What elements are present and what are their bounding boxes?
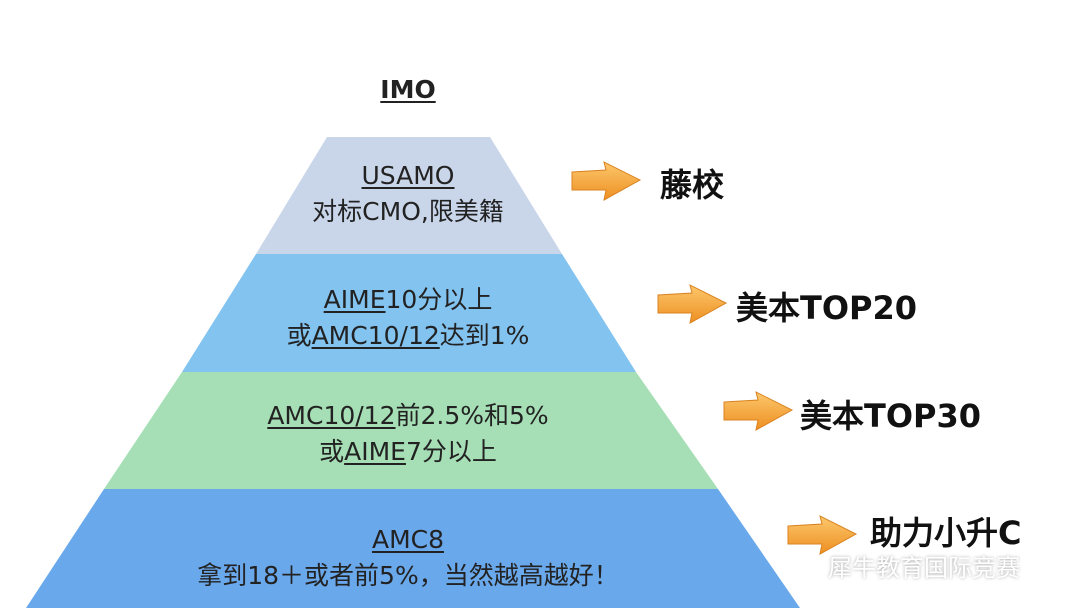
watermark: 犀牛教育国际竞赛 <box>790 548 1020 583</box>
aime-title-rest: 10分以上 <box>385 285 493 314</box>
aime-desc-rest: 达到1% <box>439 321 530 350</box>
outcome-ivy: 藤校 <box>660 166 725 204</box>
wechat-icon <box>790 554 819 576</box>
amc8-line1: AMC8 <box>108 522 708 558</box>
pyramid-layer-aime <box>182 254 636 372</box>
arrow-icon <box>787 515 858 555</box>
pyramid-layer-amc8 <box>26 489 800 608</box>
watermark-text: 犀牛教育国际竞赛 <box>828 554 1020 582</box>
amc1012-desc-u: AIME <box>344 437 406 466</box>
amc1012-title: AMC10/12 <box>267 401 396 430</box>
arrow-icon <box>571 161 642 201</box>
arrow-icon <box>657 284 728 324</box>
aime-title: AIME <box>323 285 386 314</box>
aime-line1: AIME10分以上 <box>208 282 608 318</box>
amc8-title: AMC8 <box>371 525 445 554</box>
pyramid-layer-usamo <box>256 137 562 254</box>
outcome-xiaoshengc: 助力小升C <box>870 514 1022 552</box>
pyramid-layer-amc1012 <box>104 372 718 489</box>
amc1012-line1: AMC10/12前2.5%和5% <box>158 398 658 434</box>
usamo-title: USAMO <box>361 161 455 190</box>
usamo-line2: 对标CMO,限美籍 <box>258 194 558 230</box>
layer-usamo-text: USAMO 对标CMO,限美籍 <box>258 158 558 230</box>
amc1012-line2: 或AIME7分以上 <box>158 434 658 470</box>
layer-aime-text: AIME10分以上 或AMC10/12达到1% <box>208 282 608 354</box>
arrow-icon <box>723 391 794 431</box>
amc1012-title-rest: 前2.5%和5% <box>395 401 549 430</box>
usamo-line1: USAMO <box>258 158 558 194</box>
outcome-top30: 美本TOP30 <box>800 397 982 435</box>
amc8-line2: 拿到18＋或者前5%，当然越高越好！ <box>108 558 708 594</box>
imo-label: IMO <box>380 75 436 104</box>
usamo-desc: 对标CMO,限美籍 <box>312 197 504 226</box>
aime-desc-pre: 或 <box>286 321 312 350</box>
aime-line2: 或AMC10/12达到1% <box>208 318 608 354</box>
amc1012-desc-rest: 7分以上 <box>405 437 497 466</box>
amc8-desc: 拿到18＋或者前5%，当然越高越好！ <box>197 561 619 590</box>
outcome-top20: 美本TOP20 <box>736 289 918 327</box>
layer-amc8-text: AMC8 拿到18＋或者前5%，当然越高越好！ <box>108 522 708 594</box>
layer-amc1012-text: AMC10/12前2.5%和5% 或AIME7分以上 <box>158 398 658 470</box>
amc1012-desc-pre: 或 <box>319 437 345 466</box>
aime-desc-u: AMC10/12 <box>311 321 440 350</box>
layer-imo: IMO <box>358 72 458 108</box>
